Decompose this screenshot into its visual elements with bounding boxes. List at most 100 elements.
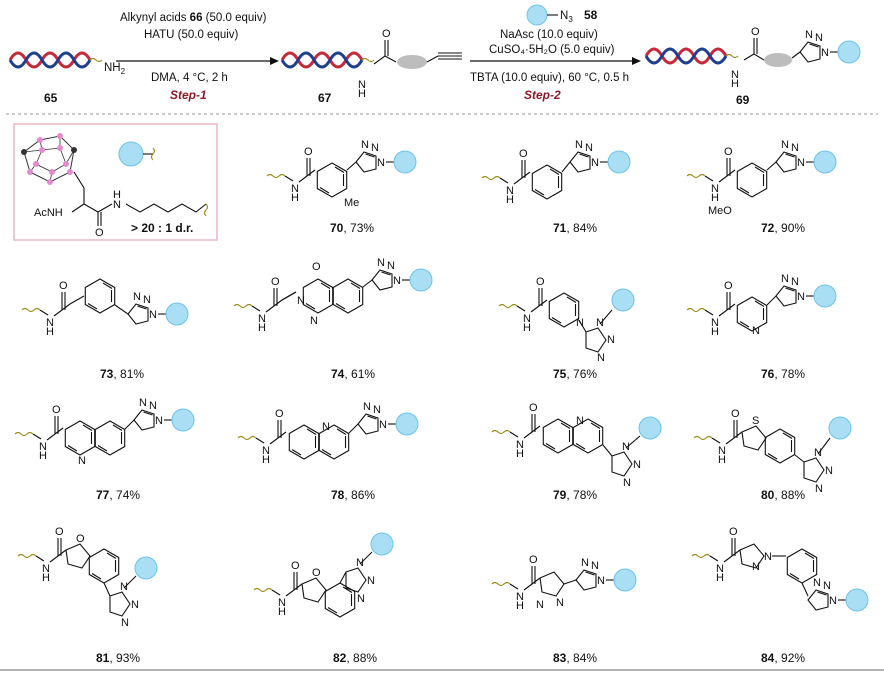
amide-h-label: H (113, 189, 121, 201)
svg-text:O: O (312, 567, 321, 579)
arrowhead-step1 (270, 57, 279, 65)
svg-text:N: N (623, 477, 631, 489)
step2-conditions: TBTA (10.0 equiv), 60 °C, 0.5 h (470, 72, 629, 84)
step1-reagent-1: Alkynyl acids 66 (50.0 equiv) (120, 12, 267, 24)
svg-text:S: S (752, 415, 759, 427)
svg-text:N: N (367, 575, 375, 587)
label-67: 67 (318, 91, 332, 105)
product-69-structure: N H O (731, 26, 861, 90)
svg-text:O: O (312, 261, 321, 273)
svg-text:O: O (751, 26, 760, 38)
ligand-backbone (71, 171, 209, 226)
step2-name: Step-2 (524, 88, 561, 102)
svg-text:N: N (633, 459, 641, 471)
svg-text:N: N (815, 483, 823, 495)
step1-conditions: DMA, 4 °C, 2 h (151, 72, 228, 84)
step1-reagent-2: HATU (50.0 equiv) (144, 29, 239, 41)
svg-text:N: N (536, 599, 544, 611)
svg-text:N: N (358, 79, 366, 91)
structure-72: MeO (686, 138, 837, 217)
amide-n-label: N (113, 199, 121, 211)
structure-73 (21, 278, 189, 339)
structure-71 (481, 138, 631, 207)
acnh-label: AcNH (34, 207, 63, 219)
label-69: 69 (736, 93, 750, 107)
ligand-ball-icon (118, 141, 144, 167)
svg-text:N: N (752, 325, 760, 337)
structure-76: N (686, 272, 837, 339)
svg-text:H: H (731, 78, 739, 90)
label-71: 71, 84% (553, 221, 597, 235)
structure-77: N (14, 396, 195, 467)
dna-69 (644, 47, 739, 65)
svg-text:O: O (76, 533, 85, 545)
label-78: 78, 86% (331, 488, 375, 502)
label-79: 79, 78% (553, 488, 597, 502)
svg-text:N: N (322, 421, 330, 433)
svg-text:N: N (752, 561, 760, 573)
structure-83: N N (491, 553, 637, 613)
dna-65 (8, 51, 103, 69)
dna-67 (280, 51, 375, 69)
svg-text:N: N (607, 334, 615, 346)
structure-70: Me (266, 138, 417, 209)
svg-text:N: N (297, 295, 305, 307)
svg-text:N: N (78, 455, 86, 467)
svg-text:N: N (825, 465, 833, 477)
svg-text:N: N (576, 317, 584, 329)
structure-82: O N N N (253, 532, 394, 619)
label-81: 81, 93% (96, 651, 140, 665)
svg-text:O: O (382, 28, 391, 40)
label-74: 74, 61% (331, 367, 375, 381)
svg-text:Me: Me (344, 197, 359, 209)
label-83: 83, 84% (553, 651, 597, 665)
svg-text:MeO: MeO (708, 205, 732, 217)
svg-text:N: N (622, 441, 630, 453)
label-72: 72, 90% (761, 221, 805, 235)
carborane-icon (21, 133, 77, 185)
label-75: 75, 76% (553, 367, 597, 381)
ligand-box (13, 123, 218, 241)
azide-ball-icon (526, 4, 548, 26)
svg-text:N: N (597, 352, 605, 364)
label-77: 77, 74% (96, 488, 140, 502)
step1-name: Step-1 (170, 88, 207, 102)
structure-75: N N N N (498, 275, 635, 364)
arrowhead-step2 (632, 57, 641, 65)
structure-78: N (237, 400, 419, 467)
label-58: 58 (584, 8, 598, 22)
label-80: 80, 88% (761, 488, 805, 502)
svg-text:N: N (357, 593, 365, 605)
svg-text:N: N (131, 599, 139, 611)
structure-84: N N (691, 525, 869, 612)
label-65: 65 (44, 91, 58, 105)
svg-text:H: H (358, 88, 366, 100)
svg-text:N: N (814, 447, 822, 459)
svg-text:N: N (731, 69, 739, 81)
step2-reagent-2: CuSO₄·5H₂O (5.0 equiv) (489, 44, 615, 56)
svg-text:N: N (120, 581, 128, 593)
dr-label: > 20 : 1 d.r. (131, 221, 193, 235)
svg-text:N: N (764, 551, 772, 563)
amine-group: NH2 (104, 62, 126, 76)
svg-text:N: N (596, 317, 604, 329)
label-76: 76, 78% (761, 367, 805, 381)
label-70: 70, 73% (330, 221, 374, 235)
intermediate-67-structure: N H O (358, 28, 462, 100)
structure-80: S N N N (693, 407, 852, 495)
svg-text:N: N (556, 597, 564, 609)
structure-74: N O N (233, 256, 433, 335)
label-73: 73, 81% (100, 367, 144, 381)
carbonyl-o-label: O (95, 227, 104, 239)
label-84: 84, 92% (761, 651, 805, 665)
svg-text:N: N (310, 315, 318, 327)
structure-79: N N N N (491, 401, 662, 489)
svg-text:N: N (576, 415, 584, 427)
svg-text:N: N (356, 557, 364, 569)
label-82: 82, 88% (333, 651, 377, 665)
step2-reagent-1: NaAsc (10.0 equiv) (500, 29, 598, 41)
azide-group: N3 (560, 10, 573, 24)
svg-text:N: N (121, 617, 129, 629)
structure-81: O N N N (17, 525, 158, 629)
